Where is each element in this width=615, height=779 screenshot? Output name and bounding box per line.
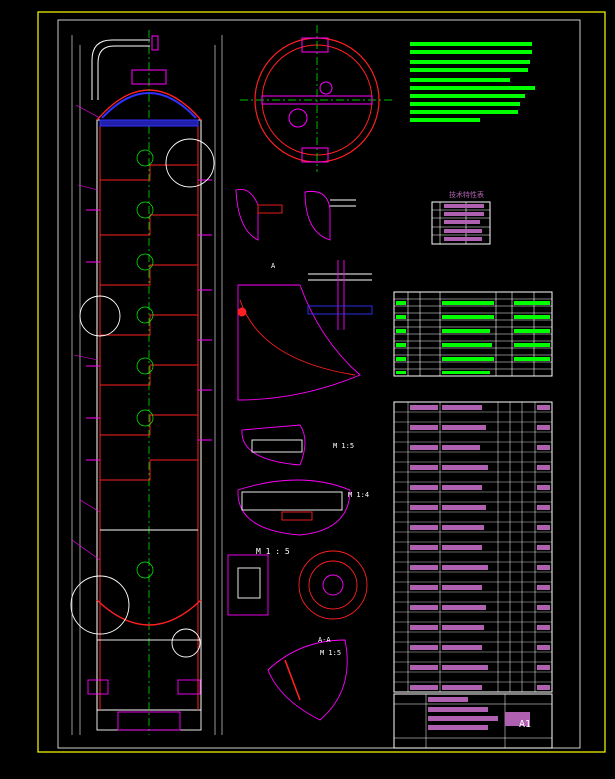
tech-table-title: 技术特性表: [449, 190, 484, 199]
scale-label-2: M 1:4: [348, 491, 369, 499]
tray-manholes: [136, 149, 154, 579]
nozzle-table: [393, 291, 553, 377]
detail-circles: [70, 138, 215, 658]
technical-notes: [410, 42, 535, 122]
sheet-size: A1: [519, 719, 531, 730]
leader-lines: [71, 104, 101, 561]
tower-column: [71, 30, 223, 735]
view-label-a: A: [271, 262, 276, 270]
scale-label-1: M 1:5: [333, 442, 354, 450]
top-view-plan: [240, 25, 392, 172]
tech-characteristics-table: [431, 201, 491, 245]
nozzle-marks: [86, 179, 212, 461]
title-block: [393, 693, 553, 749]
scale-label-4: M 1:5: [320, 649, 341, 657]
bill-of-materials: [393, 401, 553, 693]
scale-label-3: M 1 : 5: [256, 547, 290, 556]
tower-trays: [96, 164, 202, 626]
outer-frame: [37, 11, 606, 753]
inner-frame: [57, 19, 581, 749]
section-label-aa: A-A: [318, 636, 331, 644]
detail-views: [227, 188, 373, 721]
skirt-support: [87, 639, 202, 731]
